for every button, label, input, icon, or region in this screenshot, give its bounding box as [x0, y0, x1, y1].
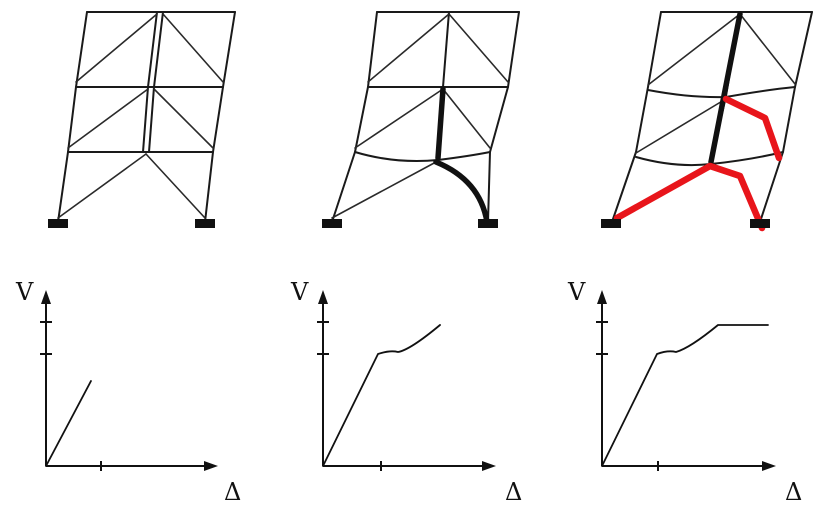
- frame-1-right-support: [195, 219, 215, 228]
- frame-2-right-column: [487, 11, 520, 223]
- graph-2-delta-arrow: [482, 461, 496, 471]
- frame-1-right-column: [204, 11, 236, 223]
- graph-1-delta-label: Δ: [224, 478, 241, 506]
- frame-3-right-column: [759, 11, 813, 223]
- frame-2-right-support: [478, 219, 498, 228]
- frame-2-brace: [442, 88, 491, 149]
- graph-3-v-arrow: [597, 290, 607, 304]
- frame-2-yielded-column: [435, 86, 446, 161]
- frame-2-brace: [331, 161, 437, 219]
- frame-3-brace: [635, 99, 725, 154]
- graph-2-delta-label: Δ: [505, 478, 522, 506]
- frame-3-right-support: [750, 219, 770, 228]
- graph-3-delta-arrow: [762, 461, 776, 471]
- frame-1-left-column: [57, 11, 88, 223]
- frame-3-plastic-hinge-lower: [613, 162, 766, 232]
- frame-3-brace: [739, 13, 796, 85]
- graph-2: V Δ: [290, 278, 522, 506]
- graph-2-curve: [322, 324, 441, 467]
- graph-3-curve: [601, 324, 769, 467]
- frame-3-brace: [647, 13, 741, 86]
- graph-1-delta-arrow: [204, 461, 218, 471]
- graph-2-v-arrow: [318, 290, 328, 304]
- frame-1-brace: [57, 153, 147, 219]
- frame-3-left-column: [611, 11, 662, 223]
- frame-1-center-column-b: [148, 11, 164, 153]
- frame-2-brace: [448, 13, 509, 83]
- frame-3-yielded-column: [708, 11, 743, 165]
- frame-3-plastic-hinge-upper: [722, 95, 783, 162]
- frame-2-left-column: [331, 11, 378, 223]
- frame-1-brace: [145, 153, 206, 219]
- graph-1: V Δ: [15, 278, 241, 506]
- frame-1-brace: [153, 88, 214, 149]
- frame-3-mechanism: [601, 11, 813, 232]
- frame-2-first-yield: [322, 11, 520, 228]
- frame-2-left-support: [322, 219, 342, 228]
- frame-1-brace: [75, 13, 158, 83]
- frame-2-brace: [367, 13, 450, 83]
- frame-1-left-support: [48, 219, 68, 228]
- frame-2-beam-1: [354, 151, 491, 162]
- graph-1-curve: [45, 380, 92, 467]
- frame-2-brace: [354, 88, 444, 149]
- frame-1-brace: [162, 13, 224, 83]
- graph-3-v-label: V: [567, 278, 586, 306]
- graph-2-v-label: V: [290, 278, 309, 306]
- frame-3-left-support: [601, 219, 621, 228]
- graph-1-v-arrow: [41, 290, 51, 304]
- graph-3-delta-label: Δ: [785, 478, 802, 506]
- frame-2-yielded-brace: [433, 159, 490, 225]
- graph-1-v-label: V: [15, 278, 34, 306]
- frame-1-elastic: [48, 11, 236, 228]
- frame-1-brace: [67, 88, 149, 149]
- graph-3: V Δ: [567, 278, 802, 506]
